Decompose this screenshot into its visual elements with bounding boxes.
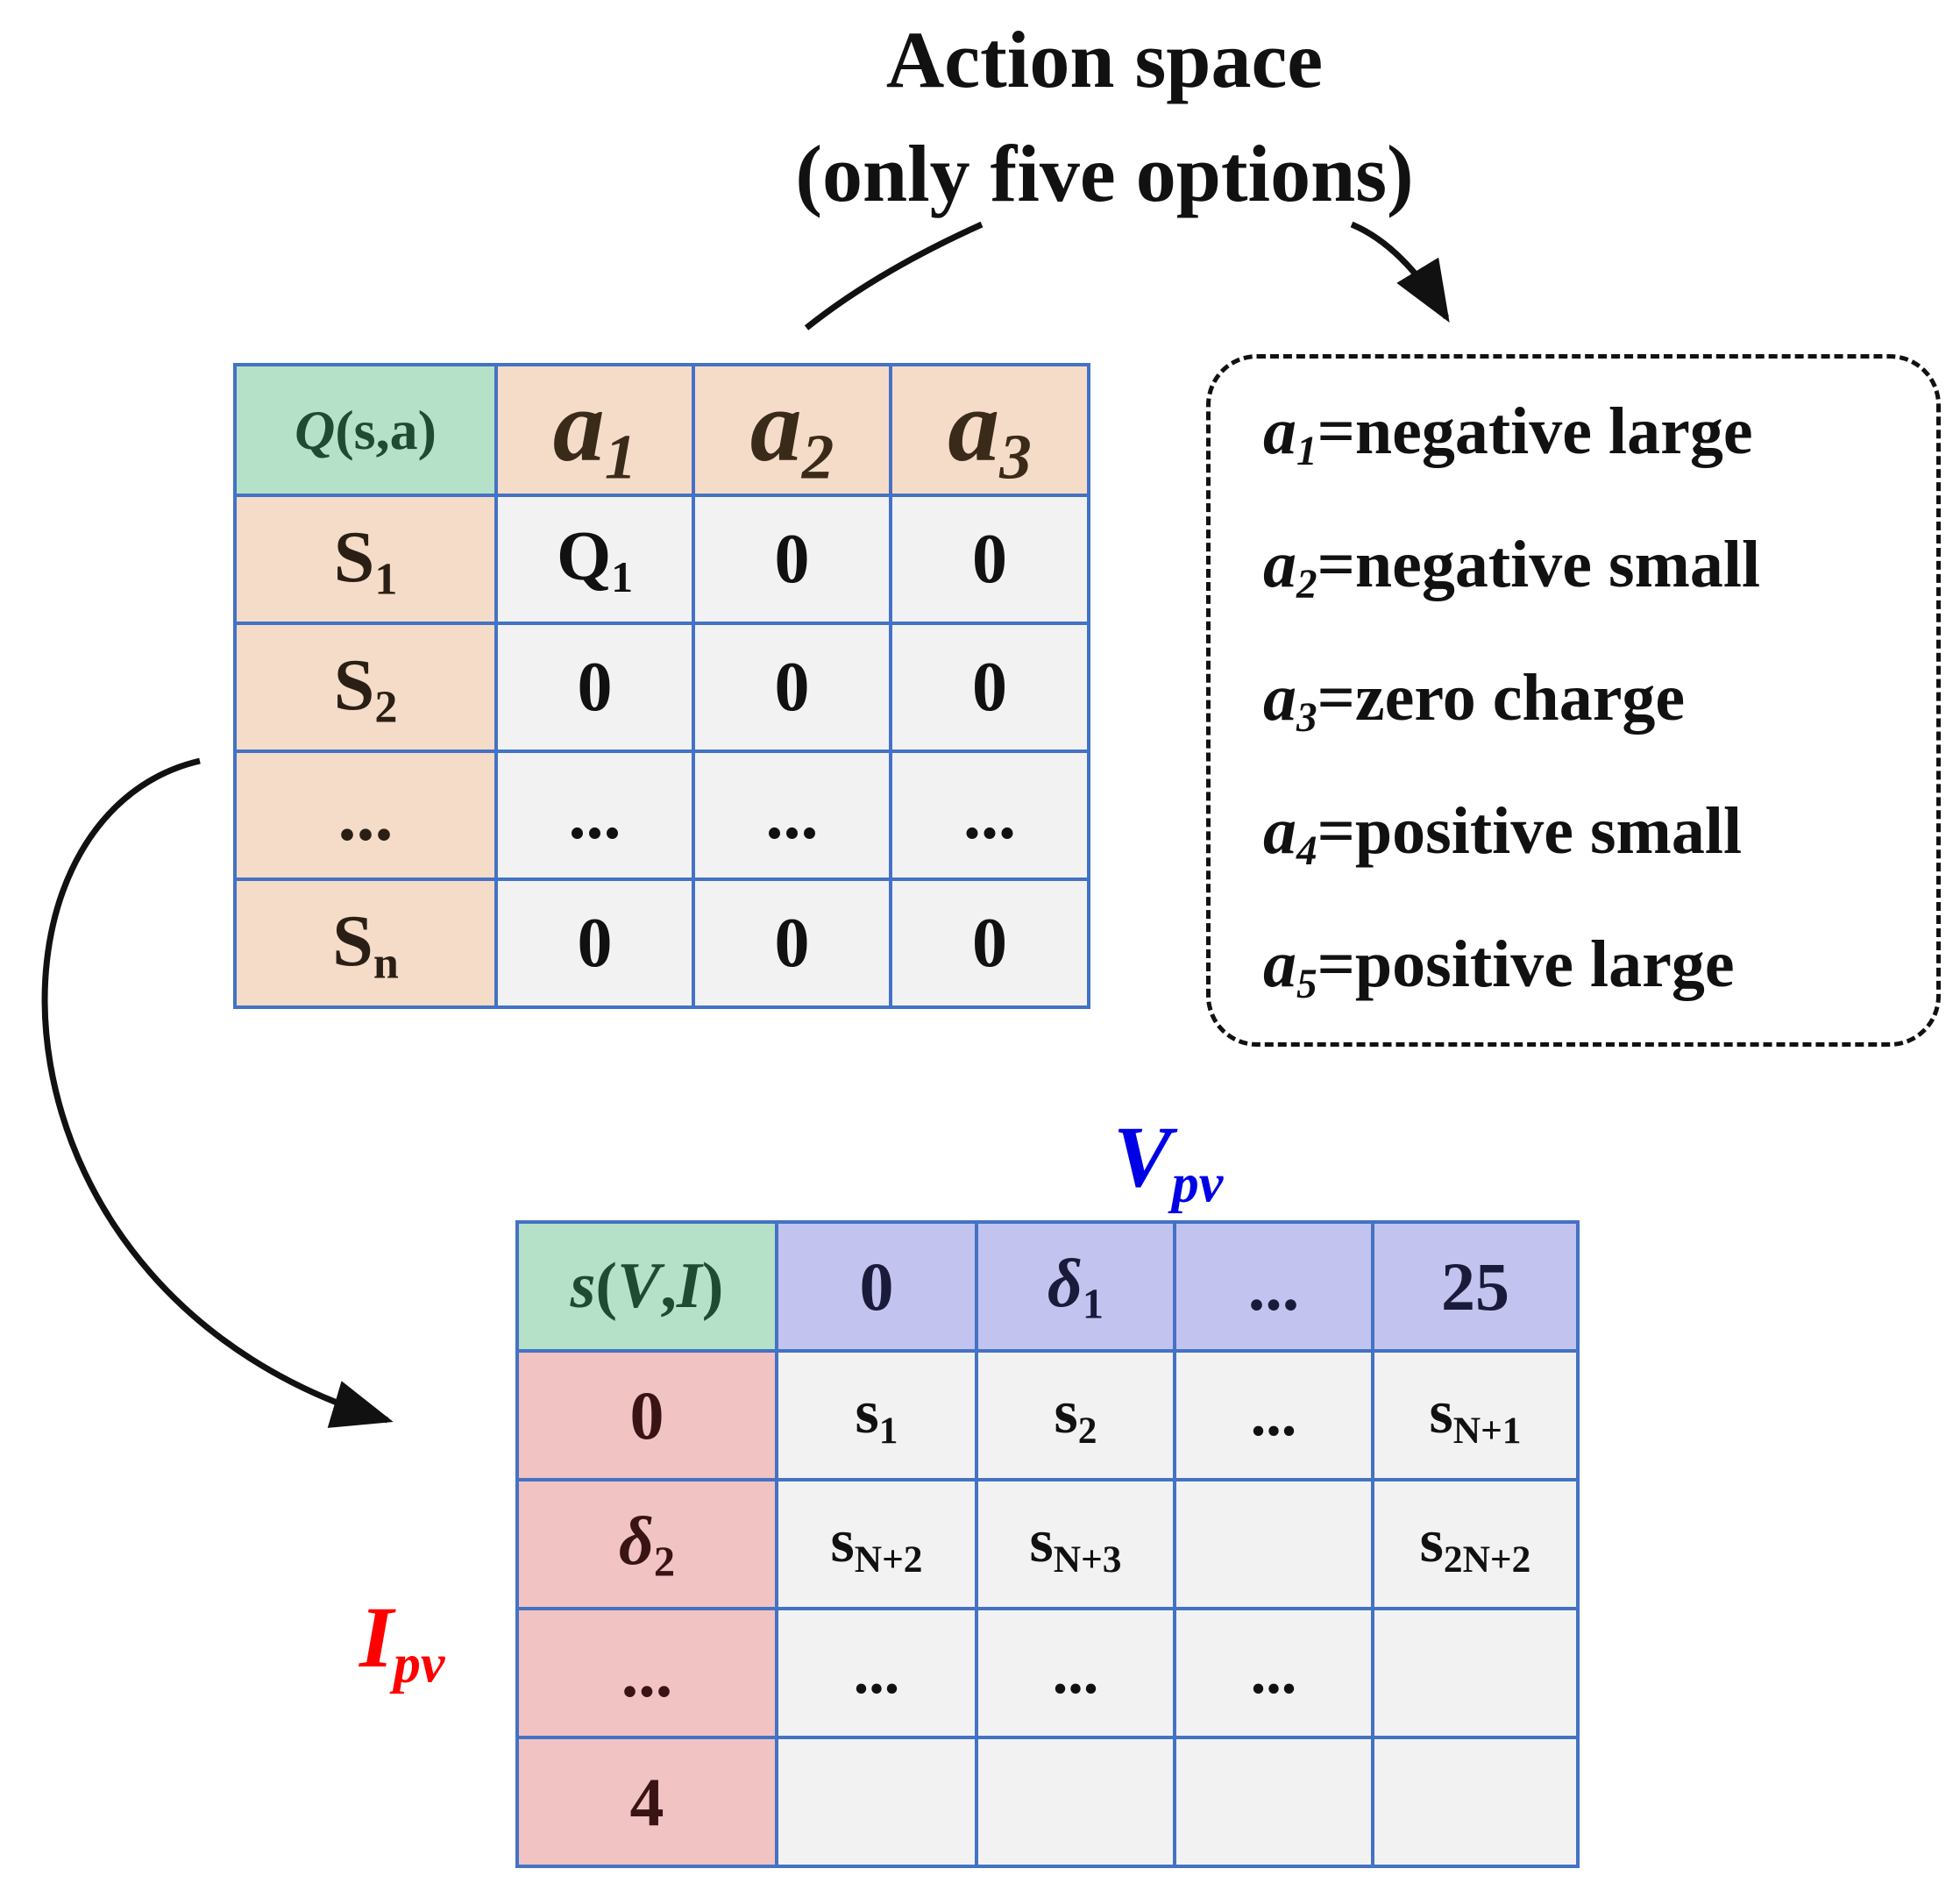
q-row-header: Sn bbox=[233, 878, 498, 1010]
current-row-header: 4 bbox=[515, 1736, 778, 1868]
action-option: a5=positive large bbox=[1263, 927, 1735, 1008]
current-row-header: δ2 bbox=[515, 1478, 778, 1610]
state-cell: s2N+2 bbox=[1371, 1478, 1580, 1610]
voltage-axis-label: Vpv bbox=[1113, 1108, 1224, 1214]
state-cell bbox=[975, 1736, 1176, 1868]
q-col-header: a1 bbox=[494, 362, 695, 498]
q-table-row: Sn 0 0 0 bbox=[233, 878, 1090, 1010]
state-cell: ... bbox=[1173, 1349, 1374, 1481]
q-table-corner: Q(s,a) bbox=[233, 362, 498, 498]
q-col-header: a3 bbox=[889, 362, 1090, 498]
q-cell: 0 bbox=[889, 622, 1090, 754]
current-row-header: 0 bbox=[515, 1349, 778, 1481]
q-cell: 0 bbox=[494, 878, 695, 1010]
q-cell: ... bbox=[889, 750, 1090, 882]
q-cell: ... bbox=[494, 750, 695, 882]
action-option: a3=zero charge bbox=[1263, 661, 1686, 742]
state-table-header-row: s(V,I) 0 δ1 ... 25 bbox=[515, 1220, 1580, 1353]
action-option: a4=positive small bbox=[1263, 794, 1743, 875]
q-table: Q(s,a) a1 a2 a3 S1 Q1 0 0 S2 0 0 0 ... .… bbox=[233, 362, 1090, 1010]
voltage-col-header: 25 bbox=[1371, 1220, 1580, 1353]
state-cell: sN+2 bbox=[775, 1478, 978, 1610]
state-cell bbox=[1173, 1478, 1374, 1610]
state-table-corner: s(V,I) bbox=[515, 1220, 778, 1353]
q-table-row: ... ... ... ... bbox=[233, 750, 1090, 882]
state-cell: sN+1 bbox=[1371, 1349, 1580, 1481]
action-space-subtitle: (only five options) bbox=[795, 129, 1414, 218]
state-mapping-arrow bbox=[41, 757, 394, 1428]
q-cell: 0 bbox=[494, 622, 695, 754]
current-row-header: ... bbox=[515, 1607, 778, 1739]
action-space-title: Action space bbox=[885, 15, 1324, 104]
q-cell: 0 bbox=[889, 878, 1090, 1010]
state-cell bbox=[775, 1736, 978, 1868]
q-row-header: ... bbox=[233, 750, 498, 882]
state-cell: ... bbox=[775, 1607, 978, 1739]
q-cell: 0 bbox=[692, 622, 892, 754]
q-col-header: a2 bbox=[692, 362, 892, 498]
action-option: a1=negative large bbox=[1263, 394, 1753, 475]
q-cell: ... bbox=[692, 750, 892, 882]
q-cell: 0 bbox=[692, 878, 892, 1010]
state-table: s(V,I) 0 δ1 ... 25 0 s1 s2 ... sN+1 δ2 s… bbox=[515, 1220, 1580, 1868]
state-cell: s2 bbox=[975, 1349, 1176, 1481]
q-args: (s,a) bbox=[335, 398, 437, 461]
current-axis-label: Ipv bbox=[359, 1588, 445, 1695]
state-cell bbox=[1173, 1736, 1374, 1868]
state-table-row: ... ... ... ... bbox=[515, 1607, 1580, 1739]
q-cell: Q1 bbox=[494, 494, 695, 626]
voltage-col-header: δ1 bbox=[975, 1220, 1176, 1353]
state-cell: sN+3 bbox=[975, 1478, 1176, 1610]
q-cell: 0 bbox=[889, 494, 1090, 626]
q-row-header: S2 bbox=[233, 622, 498, 754]
voltage-col-header: 0 bbox=[775, 1220, 978, 1353]
state-cell bbox=[1371, 1607, 1580, 1739]
action-option: a2=negative small bbox=[1263, 528, 1761, 608]
title-connector-line bbox=[804, 221, 984, 330]
state-table-row: 0 s1 s2 ... sN+1 bbox=[515, 1349, 1580, 1481]
state-cell: s1 bbox=[775, 1349, 978, 1481]
state-cell: ... bbox=[975, 1607, 1176, 1739]
state-table-row: 4 bbox=[515, 1736, 1580, 1868]
q-table-row: S1 Q1 0 0 bbox=[233, 494, 1090, 626]
q-cell: 0 bbox=[692, 494, 892, 626]
action-options-box: a1=negative large a2=negative small a3=z… bbox=[1206, 354, 1941, 1047]
title-to-actions-arrow bbox=[1350, 221, 1450, 323]
state-cell bbox=[1371, 1736, 1580, 1868]
voltage-col-header: ... bbox=[1173, 1220, 1374, 1353]
state-table-row: δ2 sN+2 sN+3 s2N+2 bbox=[515, 1478, 1580, 1610]
q-symbol: Q bbox=[295, 398, 336, 461]
q-table-header-row: Q(s,a) a1 a2 a3 bbox=[233, 362, 1090, 498]
q-table-row: S2 0 0 0 bbox=[233, 622, 1090, 754]
q-row-header: S1 bbox=[233, 494, 498, 626]
state-cell: ... bbox=[1173, 1607, 1374, 1739]
